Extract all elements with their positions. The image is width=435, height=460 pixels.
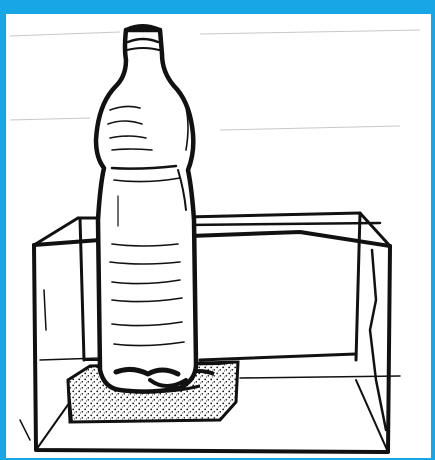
scan-artifacts	[10, 30, 420, 130]
bottle-icon	[96, 26, 196, 392]
